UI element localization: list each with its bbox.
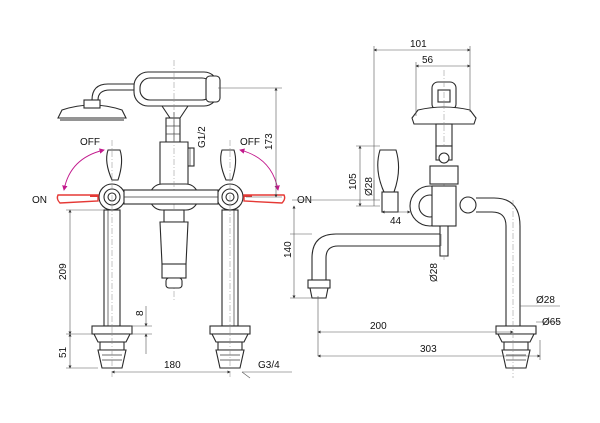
dim-105: 105: [348, 145, 380, 207]
svg-text:101: 101: [410, 39, 427, 50]
side-view: 101 56 105 Ø28 44: [283, 39, 561, 378]
supply-pipe: [476, 197, 537, 378]
rotation-arc-right: [239, 148, 280, 191]
dim-200: 200: [317, 296, 514, 356]
front-view: OFF OFF ON ON G1/2 173 209 51: [32, 60, 312, 379]
lever-left: [56, 194, 99, 204]
dim-51: 51: [58, 333, 98, 369]
dim-303: 303: [317, 340, 541, 360]
dim-140: 140: [283, 205, 312, 299]
spout: [307, 225, 449, 299]
svg-text:140: 140: [283, 241, 294, 258]
svg-text:303: 303: [420, 344, 437, 355]
svg-text:200: 200: [370, 321, 387, 332]
dim-173: 173: [218, 87, 282, 198]
svg-text:173: 173: [264, 133, 275, 150]
svg-text:Ø28: Ø28: [429, 263, 440, 282]
on-label-left: ON: [32, 195, 47, 206]
dim-180: 180: [111, 360, 231, 374]
dim-28-spout: Ø28: [429, 234, 442, 282]
lever-right: [243, 194, 286, 204]
right-tap: [209, 140, 251, 378]
dim-8: 8: [130, 306, 152, 354]
dim-44: 44: [381, 210, 411, 227]
svg-text:44: 44: [390, 216, 402, 227]
side-handset: [411, 70, 477, 260]
on-label-right: ON: [297, 195, 312, 206]
thread-label-bottom: G3/4: [258, 360, 280, 371]
svg-text:Ø28: Ø28: [536, 295, 555, 306]
dim-28-65: Ø28 Ø65: [520, 295, 561, 328]
rotation-arc-left: [62, 148, 105, 191]
off-label-right: OFF: [240, 137, 260, 148]
svg-text:Ø65: Ø65: [542, 317, 561, 328]
left-tap: [91, 140, 133, 378]
dim-28-vertical: Ø28: [364, 177, 375, 206]
dim-101: 101: [373, 39, 471, 200]
svg-text:105: 105: [348, 173, 359, 190]
bridge: [123, 189, 219, 205]
dim-209: 209: [58, 209, 104, 335]
side-valve: [377, 145, 477, 227]
off-label-left: OFF: [80, 137, 100, 148]
thread-label-top: G1/2: [197, 126, 208, 148]
thread-bottom: G3/4: [241, 360, 292, 379]
svg-text:51: 51: [58, 346, 69, 358]
shower-head: [57, 83, 134, 121]
handset-handle: [133, 71, 221, 119]
svg-text:Ø28: Ø28: [364, 177, 375, 196]
dim-56: 56: [415, 55, 471, 116]
svg-text:209: 209: [58, 263, 69, 280]
svg-text:56: 56: [422, 55, 434, 66]
svg-text:180: 180: [164, 360, 181, 371]
svg-text:8: 8: [135, 310, 146, 316]
